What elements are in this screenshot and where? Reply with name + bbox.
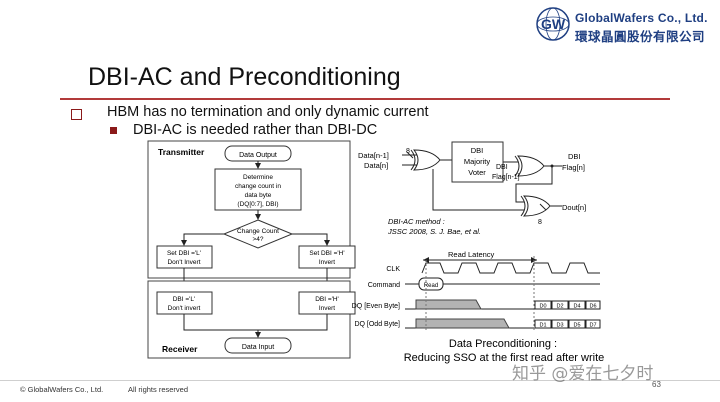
set-l-line-2: Don't Invert	[167, 259, 200, 266]
odd-cell: D3	[556, 323, 563, 329]
page-number: 63	[652, 380, 661, 389]
title-divider	[60, 98, 670, 100]
clk-label: CLK	[386, 266, 400, 273]
even-cell: D6	[589, 304, 596, 310]
command-label: Command	[368, 282, 400, 289]
globalwafers-logo-icon: GW	[536, 7, 570, 41]
dbi-flag-line-2: Flag[n]	[562, 163, 585, 172]
rx-h-line-1: DBI ='H'	[315, 296, 339, 303]
out-width-label: 8	[538, 219, 542, 226]
determine-line-2: change count in	[235, 183, 281, 190]
decision-line-1: Change Count	[237, 228, 279, 235]
rx-l-line-2: Don't invert	[168, 305, 201, 312]
voter-line-2: Majority	[464, 157, 491, 166]
bullet-level2: DBI-AC is needed rather than DBI-DC	[133, 122, 378, 138]
odd-cell: D1	[539, 323, 546, 329]
footer-copyright: © GlobalWafers Co., Ltd.	[20, 385, 104, 394]
receiver-label: Receiver	[162, 344, 198, 354]
method-line-2: JSSC 2008, S. J. Bae, et al.	[387, 227, 481, 236]
bullet-box-icon	[71, 109, 82, 120]
even-cell: D2	[556, 304, 563, 310]
read-latency-label: Read Latency	[448, 250, 495, 259]
data-input-terminal	[224, 337, 292, 354]
determine-process	[214, 168, 302, 211]
read-command-box	[418, 277, 444, 291]
footer-divider	[0, 380, 720, 381]
footer-rights: All rights reserved	[128, 385, 189, 394]
even-cell: D4	[573, 304, 580, 310]
voter-line-3: Voter	[468, 168, 486, 177]
dq-even-label: DQ [Even Byte]	[352, 303, 400, 310]
company-name-en: GlobalWafers Co., Ltd.	[575, 11, 708, 25]
dout-label: Dout[n]	[562, 203, 586, 212]
dq-odd-bursts: D1 D3 D5 D7	[534, 319, 601, 329]
input-prev-label: Data[n-1]	[358, 151, 389, 160]
majority-voter-block	[451, 141, 504, 183]
bullet-square-icon	[110, 127, 117, 134]
clk-waveform	[421, 262, 600, 274]
set-l-line-1: Set DBI ='L'	[167, 250, 201, 257]
dq-odd-label: DQ [Odd Byte]	[354, 321, 400, 328]
bus-width-label: 8	[406, 148, 410, 155]
slide-title: DBI-AC and Preconditioning	[88, 63, 401, 91]
even-cell: D0	[539, 304, 546, 310]
decision-line-2: >4?	[252, 236, 263, 243]
voter-line-1: DBI	[471, 146, 484, 155]
method-line-1: DBI-AC method :	[388, 217, 445, 226]
data-output-label: Data Output	[239, 152, 277, 159]
dbi-flag-line-1: DBI	[568, 152, 581, 161]
dbi-prev-line-1: DBI	[496, 164, 508, 171]
odd-cell: D7	[589, 323, 596, 329]
transmitter-label: Transmitter	[158, 147, 205, 157]
input-cur-label: Data[n]	[364, 161, 388, 170]
read-command-label: Read	[424, 283, 438, 289]
change-count-decision	[222, 219, 294, 249]
determine-line-3: data byte	[245, 192, 272, 199]
determine-line-1: Determine	[243, 174, 273, 181]
dq-even-precondition	[415, 299, 482, 310]
dq-even-bursts: D0 D2 D4 D6	[534, 300, 601, 310]
logo-text: GW	[541, 16, 566, 32]
watermark: 知乎 @爱在七夕时	[512, 364, 654, 384]
set-h-line-2: Invert	[319, 259, 335, 266]
rx-h-line-2: Invert	[319, 305, 335, 312]
bullet-level1: HBM has no termination and only dynamic …	[107, 104, 429, 120]
dbi-prev-line-2: Flag[n-1]	[492, 174, 520, 181]
dbi-figure: Transmitter Data Output Determine change…	[147, 140, 605, 364]
company-name-cn: 環球晶圓股份有限公司	[575, 30, 706, 44]
caption-line-2: Reducing SSO at the first read after wri…	[404, 352, 605, 364]
determine-line-4: (DQ[0:7], DBI)	[237, 201, 278, 208]
rx-l-line-1: DBI ='L'	[173, 296, 196, 303]
xor-gate-2-icon	[516, 155, 545, 177]
caption-line-1: Data Preconditioning :	[449, 338, 557, 350]
xor-gate-icon	[412, 149, 441, 171]
xor-gate-3-icon	[522, 195, 551, 217]
odd-cell: D5	[573, 323, 580, 329]
set-h-line-1: Set DBI ='H'	[309, 250, 344, 257]
company-logo: GW GlobalWafers Co., Ltd. 環球晶圓股份有限公司	[535, 6, 715, 46]
dq-odd-precondition	[415, 318, 510, 329]
data-input-label: Data Input	[242, 344, 274, 351]
